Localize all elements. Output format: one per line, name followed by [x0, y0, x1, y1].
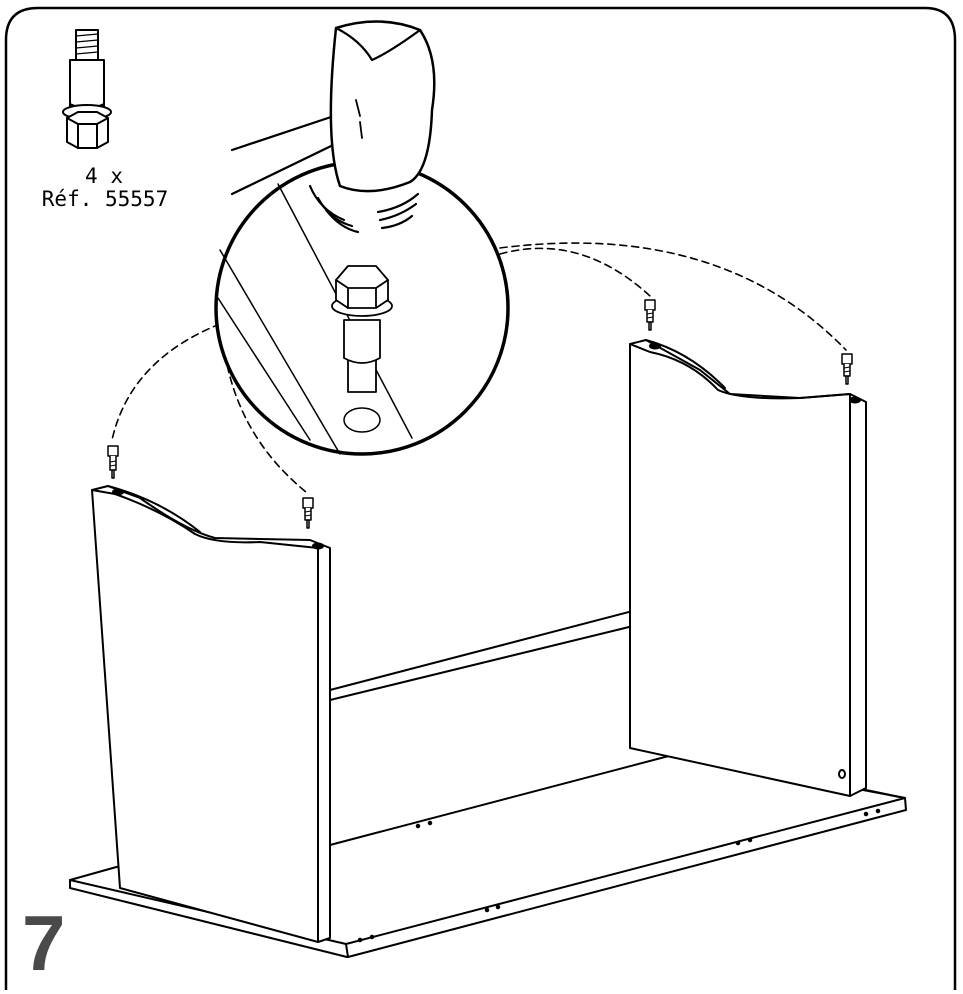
bolt-right-front [841, 353, 853, 385]
bolt-left-rear [107, 445, 119, 479]
left-side-panel [91, 485, 331, 943]
bolt-left-front [302, 497, 314, 529]
page-frame [4, 6, 957, 992]
hammer-icon [230, 20, 436, 196]
step-number: 7 [22, 899, 65, 987]
detail-magnifier [214, 160, 510, 456]
hex-bolt-icon [62, 29, 112, 149]
bolt-right-rear [644, 299, 656, 331]
right-side-panel [629, 339, 867, 797]
part-quantity: 4 x [85, 164, 123, 188]
part-reference: Réf. 55557 [41, 187, 169, 211]
